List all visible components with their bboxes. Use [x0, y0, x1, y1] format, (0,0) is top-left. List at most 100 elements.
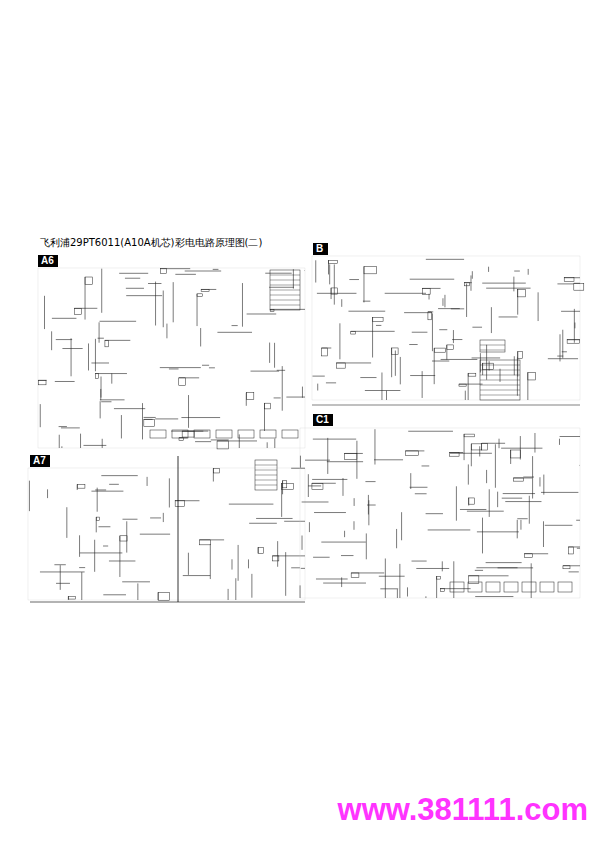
wire	[379, 576, 405, 577]
wire	[95, 339, 96, 371]
wire	[91, 362, 109, 363]
wire	[270, 280, 300, 281]
wire	[434, 348, 445, 352]
wire	[528, 373, 536, 380]
wire	[480, 370, 520, 371]
wire	[470, 275, 471, 290]
wire	[142, 403, 143, 439]
wire	[351, 331, 395, 332]
wire	[285, 552, 286, 596]
wire	[255, 485, 277, 486]
wire	[55, 381, 75, 382]
wire	[270, 295, 300, 296]
wire	[326, 382, 336, 383]
wire	[532, 456, 533, 498]
wire	[313, 557, 330, 558]
wire	[256, 518, 292, 519]
wire	[503, 493, 535, 494]
wire	[144, 419, 154, 426]
wire	[109, 560, 135, 561]
wire	[40, 404, 41, 427]
wire	[539, 477, 540, 486]
wire	[74, 308, 81, 314]
wire	[410, 375, 435, 376]
wire	[480, 365, 520, 366]
wire	[392, 348, 398, 354]
wire	[251, 574, 252, 598]
wire	[471, 444, 481, 450]
wire	[183, 575, 210, 576]
wire	[200, 328, 201, 346]
wire	[175, 501, 184, 507]
wire	[428, 312, 431, 320]
wire	[172, 430, 188, 438]
wire	[47, 489, 48, 498]
wire	[540, 582, 554, 592]
wire	[432, 361, 449, 362]
wire	[450, 453, 492, 454]
wire	[486, 470, 487, 483]
wire	[121, 415, 122, 438]
wire	[302, 501, 329, 502]
wire	[270, 290, 300, 291]
wire	[523, 477, 534, 478]
wire	[422, 465, 430, 466]
wire	[238, 430, 254, 438]
wire	[312, 483, 323, 489]
wire	[453, 561, 454, 598]
wire	[345, 453, 357, 459]
wire	[480, 385, 520, 386]
wire	[313, 376, 325, 377]
wire	[61, 427, 80, 428]
wire	[374, 459, 403, 460]
wire	[313, 439, 356, 440]
wire	[428, 529, 471, 530]
wire	[201, 289, 209, 291]
wire	[269, 287, 294, 288]
wire	[97, 488, 98, 512]
wire	[501, 448, 542, 449]
wire	[274, 439, 275, 448]
wire	[442, 561, 443, 571]
wire	[202, 365, 209, 366]
wire	[308, 474, 309, 497]
wire	[155, 282, 156, 326]
wire	[517, 518, 527, 519]
wire	[155, 418, 178, 419]
wire	[480, 345, 505, 346]
wire	[111, 373, 112, 383]
wire	[300, 428, 580, 598]
wire	[61, 446, 62, 448]
wire	[314, 512, 346, 513]
wire	[464, 434, 474, 437]
wire	[480, 340, 505, 352]
wire	[282, 430, 298, 438]
wire	[238, 545, 239, 581]
wire	[102, 439, 103, 448]
wire	[567, 340, 579, 343]
wire	[407, 587, 408, 596]
wire	[395, 351, 396, 376]
wire	[28, 468, 305, 600]
wire	[44, 296, 45, 329]
wire	[255, 460, 277, 490]
wire	[160, 367, 201, 368]
wire	[40, 571, 85, 572]
wire	[579, 465, 580, 466]
wire	[274, 397, 281, 398]
wire	[543, 521, 544, 547]
wire	[94, 540, 95, 572]
wire	[284, 521, 305, 522]
wire	[88, 343, 89, 370]
wire	[480, 395, 520, 396]
wire	[442, 298, 443, 306]
wire	[270, 305, 300, 306]
wire	[562, 330, 563, 359]
wire	[548, 358, 578, 359]
wire	[120, 536, 127, 541]
wire	[291, 567, 300, 568]
wire	[228, 589, 229, 600]
wire	[160, 269, 166, 274]
wire	[59, 435, 60, 448]
wire	[38, 268, 305, 448]
